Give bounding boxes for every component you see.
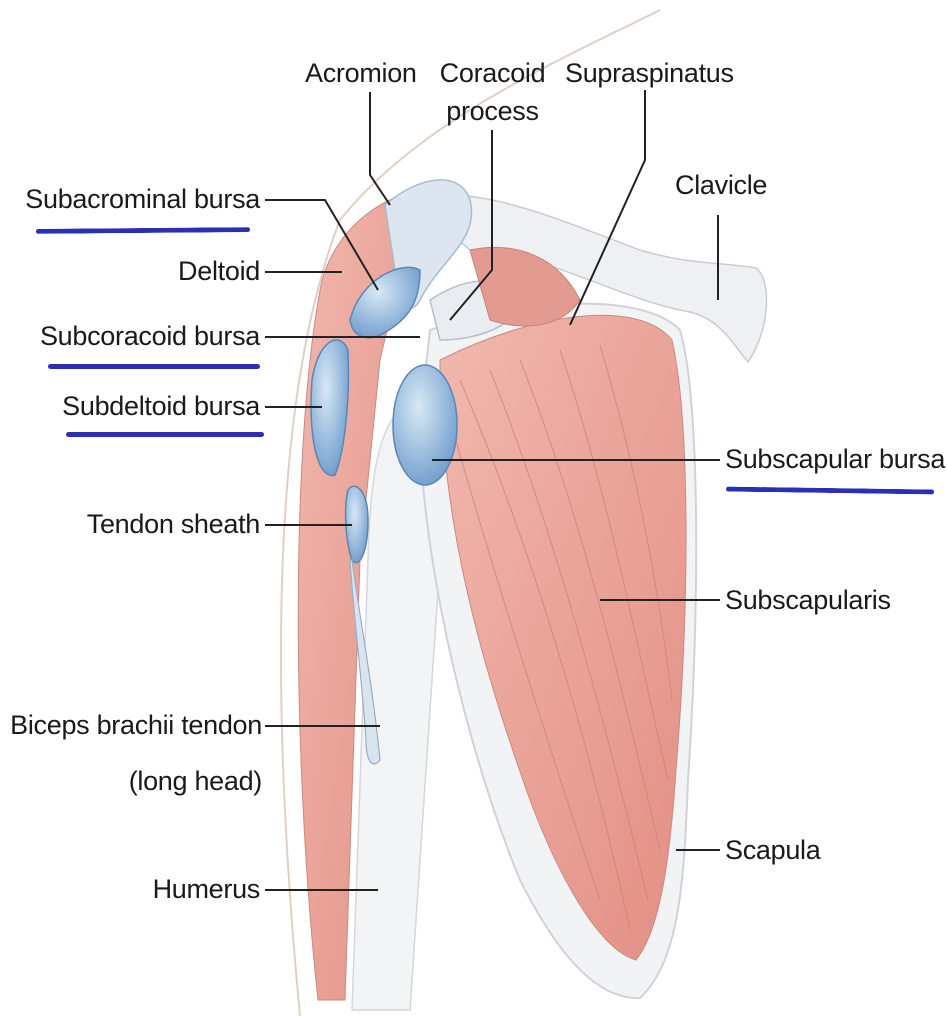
label-tendon-sheath: Tendon sheath: [10, 509, 260, 539]
subscapular-bursa: [393, 365, 457, 485]
label-subdeltoid-bursa: Subdeltoid bursa: [10, 391, 260, 421]
label-supraspinatus: Supraspinatus: [565, 58, 734, 88]
label-coracoid-line2: process: [435, 96, 550, 126]
ink-underline-subcoracoid: [48, 364, 260, 369]
label-subscapularis: Subscapularis: [725, 585, 891, 615]
label-biceps-line1: Biceps brachii tendon: [0, 710, 262, 740]
label-subscapular-bursa: Subscapular bursa: [725, 444, 945, 474]
label-biceps-line2: (long head): [0, 766, 262, 796]
label-subcoracoid-bursa: Subcoracoid bursa: [10, 321, 260, 351]
label-subacrominal-bursa: Subacrominal bursa: [10, 184, 260, 214]
label-humerus: Humerus: [10, 874, 260, 904]
label-coracoid-line1: Coracoid: [435, 58, 550, 88]
label-clavicle: Clavicle: [675, 170, 767, 200]
label-deltoid: Deltoid: [60, 256, 260, 286]
ink-underline-subdeltoid: [66, 432, 264, 437]
label-acromion: Acromion: [305, 58, 417, 88]
label-scapula: Scapula: [725, 835, 820, 865]
